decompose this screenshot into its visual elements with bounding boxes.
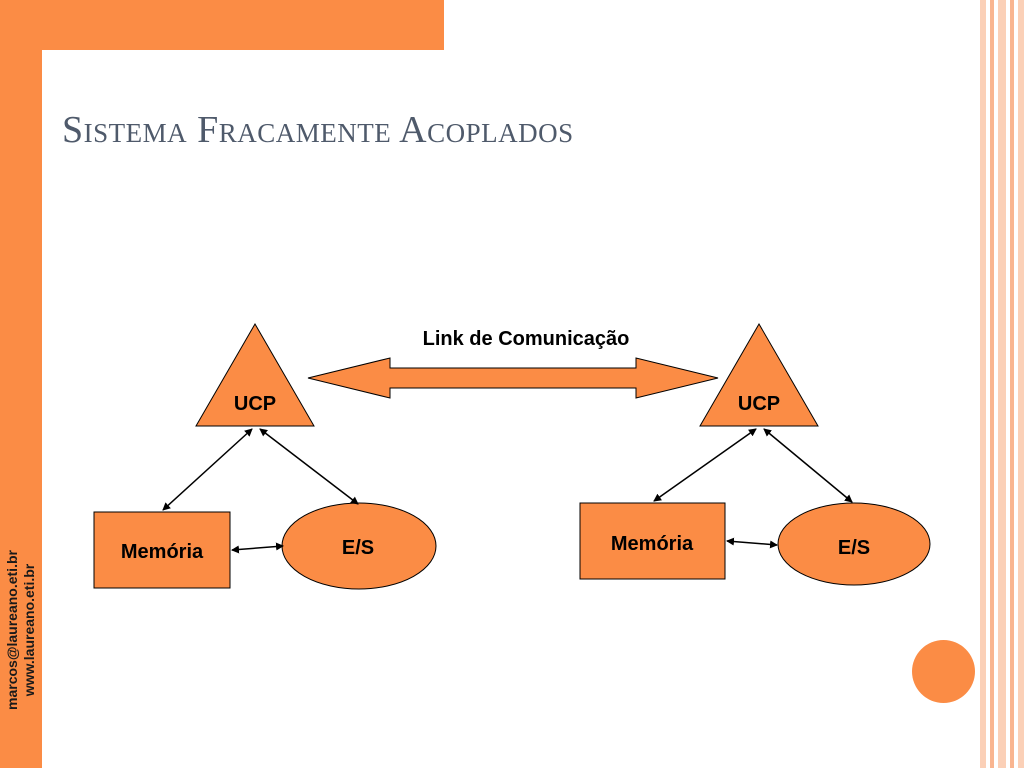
right-memory-label: Memória	[611, 533, 694, 555]
left-cpu-io-connector	[259, 428, 359, 505]
corner-circle-decor	[912, 640, 975, 703]
right-io-ellipse	[777, 502, 931, 586]
right-memory-box	[579, 502, 726, 580]
left-memory-label: Memória	[121, 541, 204, 563]
right-memory-io-connector	[726, 537, 778, 549]
right-system: UCP Memória E/S	[579, 323, 931, 586]
left-cpu-triangle	[195, 323, 315, 427]
left-cpu-label: UCP	[234, 393, 276, 415]
left-memory-box	[93, 511, 231, 589]
left-system: UCP Memória E/S	[93, 323, 437, 590]
right-cpu-io-connector	[763, 428, 853, 503]
left-decor-band	[0, 0, 42, 768]
left-io-label: E/S	[342, 537, 374, 559]
right-cpu-label: UCP	[738, 393, 780, 415]
left-cpu-memory-connector	[162, 428, 253, 511]
right-cpu-triangle	[699, 323, 819, 427]
right-cpu-memory-connector	[653, 428, 757, 502]
communication-link-arrow	[307, 357, 719, 399]
right-io-label: E/S	[838, 537, 870, 559]
left-memory-io-connector	[231, 542, 284, 554]
right-decor-stripes	[976, 0, 1024, 768]
top-decor-band	[42, 0, 444, 50]
link-label: Link de Comunicação	[423, 328, 630, 350]
slide-title: Sistema Fracamente Acoplados	[62, 109, 574, 151]
